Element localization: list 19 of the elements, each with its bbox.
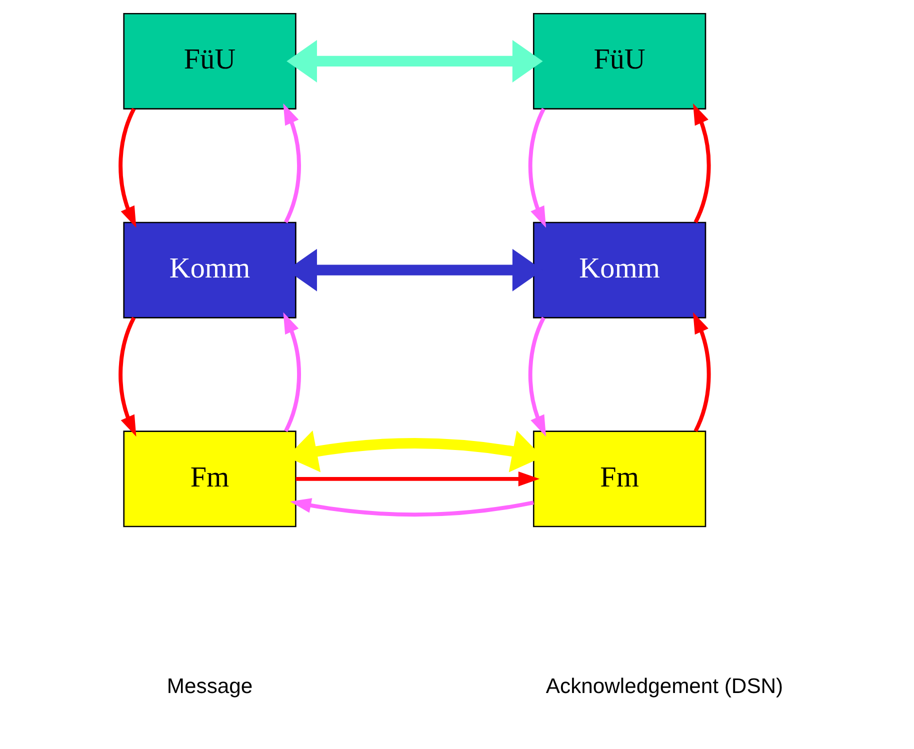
legend-label: Acknowledgement (DSN) <box>545 674 783 698</box>
node-box: Fm <box>532 430 706 528</box>
arrow <box>118 108 136 228</box>
arrow <box>692 312 710 432</box>
arrow <box>118 316 136 437</box>
arrow <box>528 316 546 437</box>
arrow <box>692 103 710 224</box>
arrow <box>282 312 300 432</box>
arrow <box>528 108 546 228</box>
legend-label: Message <box>166 674 252 698</box>
node-box: Komm <box>532 222 706 318</box>
arrow <box>295 472 540 486</box>
node-box: FüU <box>122 12 296 110</box>
node-box: Komm <box>122 222 296 318</box>
arrow <box>286 40 542 82</box>
node-box: Fm <box>122 430 296 528</box>
node-box: FüU <box>532 12 706 110</box>
arrow <box>289 498 534 517</box>
arrow <box>282 103 300 224</box>
